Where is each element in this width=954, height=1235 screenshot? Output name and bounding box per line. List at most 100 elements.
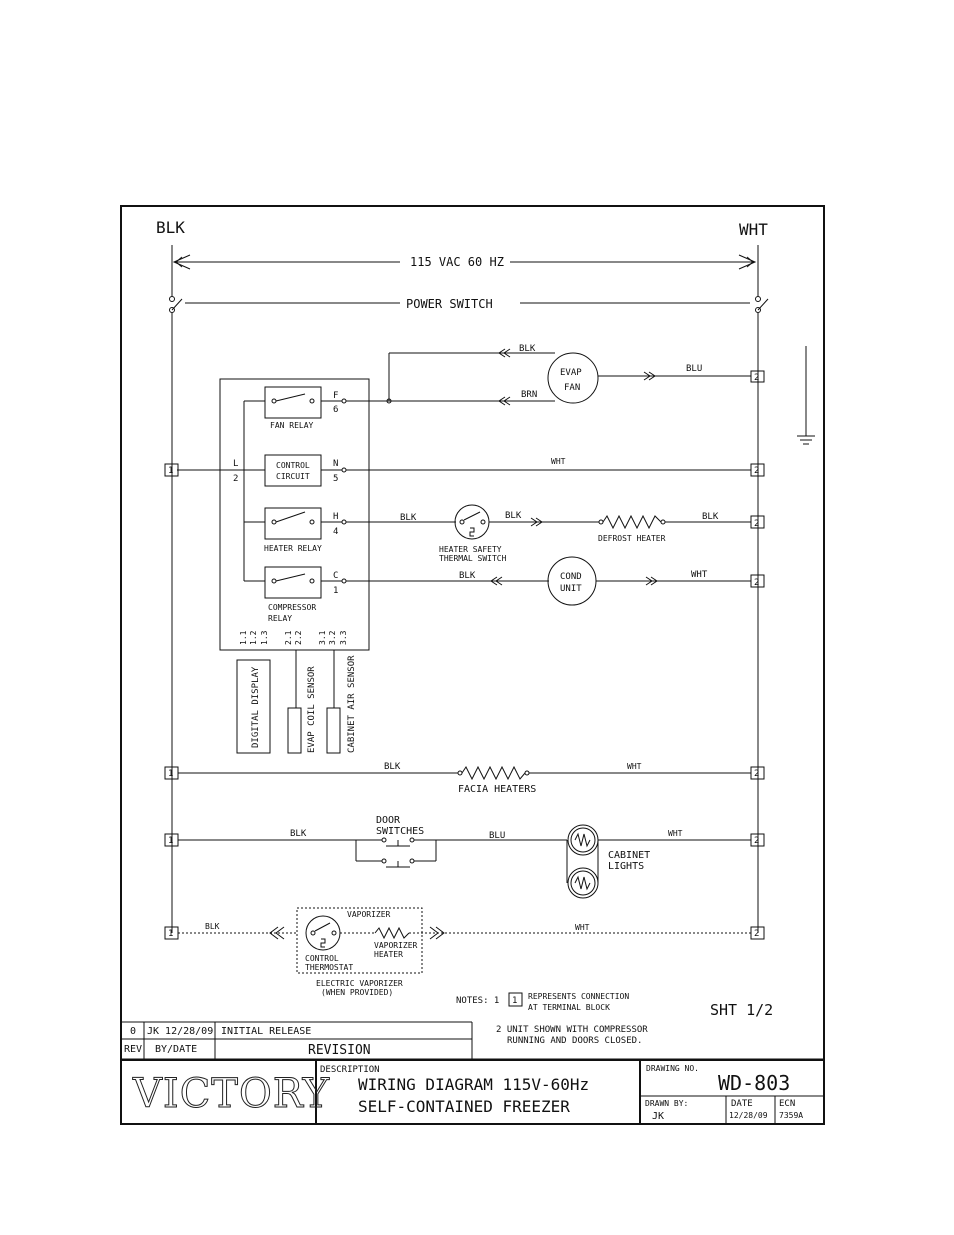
- wire-label-wht-comp: WHT: [691, 570, 708, 580]
- evap-coil-sensor: [287, 707, 302, 754]
- ecn-header: ECN: [779, 1099, 795, 1109]
- vaporizer-label: VAPORIZER: [347, 910, 391, 919]
- left-line-label: BLK: [156, 218, 185, 237]
- drawing-number: WD-803: [718, 1071, 790, 1095]
- description-header: DESCRIPTION: [320, 1065, 380, 1075]
- ecn-number: 7359A: [779, 1111, 803, 1120]
- wire-label-blk-heater: BLK: [400, 513, 417, 523]
- heater-safety-switch-icon: [454, 504, 490, 540]
- heater-safety-label-1: HEATER SAFETY: [439, 545, 502, 554]
- svg-text:3.3: 3.3: [339, 630, 348, 645]
- wire-label-blk-vap: BLK: [205, 922, 220, 931]
- note-2-line-2: RUNNING AND DOORS CLOSED.: [507, 1036, 642, 1046]
- heater-relay: [264, 507, 322, 540]
- electric-vaporizer-label-2: (WHEN PROVIDED): [321, 988, 393, 997]
- wire-label-blk-comp: BLK: [459, 571, 476, 581]
- control-circuit-label-1: CONTROL: [276, 461, 310, 470]
- terminal-block-vap-n: [750, 926, 765, 940]
- terminal-block-fan: [750, 370, 765, 383]
- controller-pins: 1.1 1.2 1.3 2.1 2.2 3.1 3.2 3.3: [239, 630, 348, 645]
- drawn-by-header: DRAWN BY:: [645, 1099, 688, 1108]
- compressor-relay: [264, 566, 322, 599]
- power-switch: [169, 296, 769, 313]
- control-thermostat-icon: [305, 915, 341, 951]
- drawing-date: 12/28/09: [729, 1111, 768, 1120]
- svg-text:2: 2: [754, 519, 759, 529]
- svg-text:2.1: 2.1: [284, 630, 293, 645]
- svg-text:1: 1: [168, 769, 173, 779]
- sheet-number: SHT 1/2: [710, 1001, 773, 1019]
- facia-heaters-label: FACIA HEATERS: [458, 784, 536, 795]
- terminal-5: 5: [333, 474, 338, 484]
- cond-unit-label-2: UNIT: [560, 584, 582, 594]
- heater-relay-label: HEATER RELAY: [264, 544, 322, 553]
- door-switches-label-1: DOOR: [376, 815, 401, 826]
- rev-header: REV: [124, 1044, 142, 1055]
- revision-description: INITIAL RELEASE: [221, 1026, 311, 1037]
- terminal-l: L: [233, 459, 238, 469]
- supply-voltage-label: 115 VAC 60 HZ: [410, 255, 504, 269]
- svg-text:1.3: 1.3: [260, 630, 269, 645]
- cabinet-lights-label-2: LIGHTS: [608, 861, 644, 872]
- supply-voltage-arrow: [172, 254, 757, 270]
- cabinet-lights-icon: [566, 824, 599, 899]
- door-switches-label-2: SWITCHES: [376, 826, 424, 837]
- terminal-block-lights-n: [750, 833, 765, 847]
- terminal-block-heater: [750, 515, 765, 529]
- terminal-c: C: [333, 571, 338, 581]
- digital-display-label: DIGITAL DISPLAY: [251, 666, 261, 748]
- evap-fan: [547, 352, 599, 404]
- door-switches-icon: [355, 837, 437, 868]
- fan-relay: [264, 386, 322, 419]
- cond-unit-label-1: COND: [560, 572, 582, 582]
- control-circuit-label-2: CIRCUIT: [276, 472, 310, 481]
- svg-text:2: 2: [754, 769, 759, 779]
- evap-coil-sensor-label: EVAP COIL SENSOR: [307, 666, 317, 753]
- svg-text:3.2: 3.2: [328, 630, 337, 645]
- terminal-block-n-control: [750, 463, 765, 477]
- note-1-line-1: REPRESENTS CONNECTION: [528, 992, 629, 1001]
- wire-label-blk-fan: BLK: [519, 344, 536, 354]
- control-thermostat-label-2: THERMOSTAT: [305, 963, 353, 972]
- svg-text:1: 1: [168, 836, 173, 846]
- wire-label-blu-door: BLU: [489, 831, 505, 841]
- wire-label-brn-fan: BRN: [521, 390, 537, 400]
- digital-display: [236, 659, 271, 754]
- description-line-1: WIRING DIAGRAM 115V-60Hz: [358, 1075, 589, 1094]
- svg-text:3.1: 3.1: [318, 630, 327, 645]
- electric-vaporizer-label-1: ELECTRIC VAPORIZER: [316, 979, 403, 988]
- vaporizer-heater-label-2: HEATER: [374, 950, 403, 959]
- svg-text:2: 2: [754, 466, 759, 476]
- svg-text:1: 1: [168, 466, 173, 476]
- heater-safety-label-2: THERMAL SWITCH: [439, 554, 507, 563]
- facia-heaters-icon: [457, 765, 530, 781]
- defrost-heater-label: DEFROST HEATER: [598, 534, 666, 543]
- wire-label-blu-fan: BLU: [686, 364, 702, 374]
- evap-fan-label-1: EVAP: [560, 368, 582, 378]
- wire-label-wht-vap: WHT: [575, 923, 590, 932]
- svg-text:2: 2: [754, 578, 759, 588]
- terminal-2: 2: [233, 474, 238, 484]
- control-thermostat-label-1: CONTROL: [305, 954, 339, 963]
- svg-text:1: 1: [168, 929, 173, 939]
- terminal-6: 6: [333, 405, 338, 415]
- victory-logo: VICTORY: [132, 1071, 330, 1117]
- svg-text:1.1: 1.1: [239, 630, 248, 645]
- wire-label-blk-defrost: BLK: [702, 512, 719, 522]
- terminal-f: F: [333, 391, 338, 401]
- terminal-block-facia-n: [750, 766, 765, 780]
- notes-terminal-box: [508, 992, 523, 1007]
- by-date-header: BY/DATE: [155, 1044, 197, 1055]
- terminal-h: H: [333, 512, 338, 522]
- svg-text:2.2: 2.2: [294, 630, 303, 645]
- terminal-1: 1: [333, 586, 338, 596]
- revision-header: REVISION: [308, 1043, 371, 1058]
- note-2-line-1: 2 UNIT SHOWN WITH COMPRESSOR: [496, 1025, 648, 1035]
- notes-label: NOTES: 1: [456, 996, 499, 1006]
- control-circuit: [264, 454, 322, 487]
- terminal-block-l-control: [164, 463, 179, 477]
- electric-vaporizer-box: [296, 907, 423, 974]
- vaporizer-heater-label-1: VAPORIZER: [374, 941, 418, 950]
- wire-label-wht-lights: WHT: [668, 829, 683, 838]
